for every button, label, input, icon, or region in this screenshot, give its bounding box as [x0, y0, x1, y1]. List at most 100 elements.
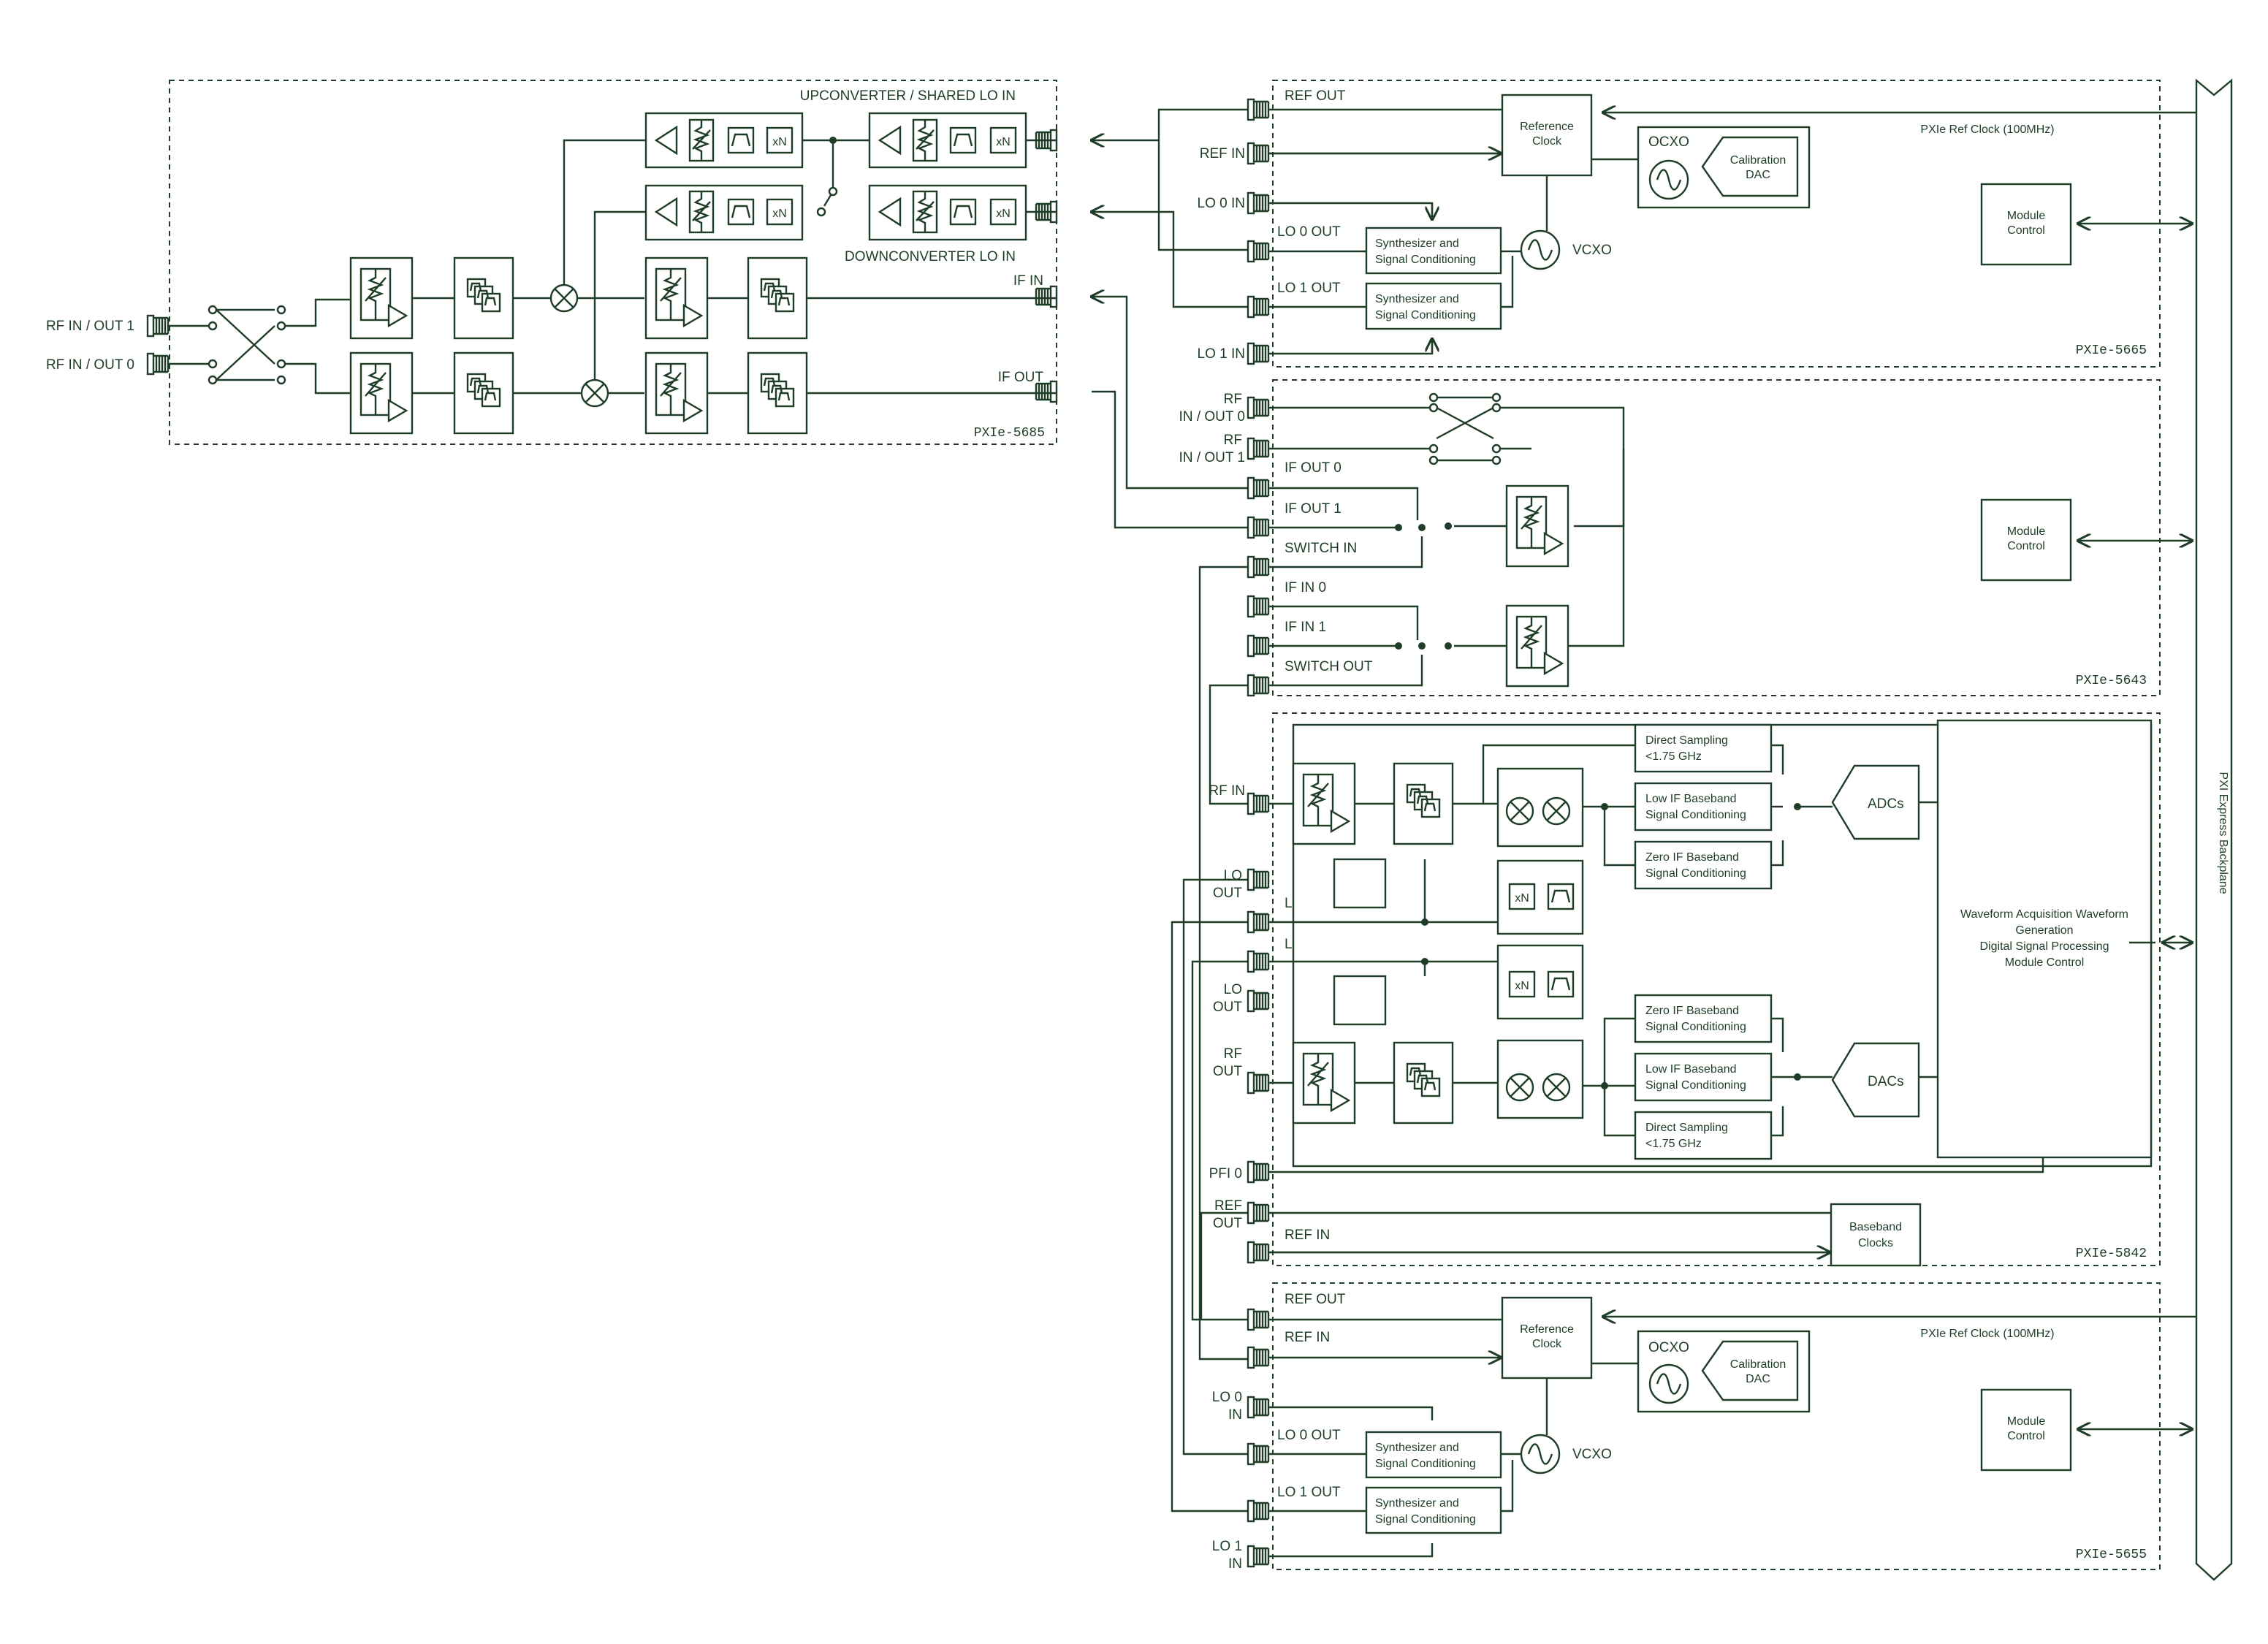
synthesizer-box-0 — [1365, 1431, 1502, 1479]
svg-text:Signal Conditioning: Signal Conditioning — [1645, 1079, 1746, 1092]
svg-text:Signal Conditioning: Signal Conditioning — [1645, 809, 1746, 821]
reference-clock-label-2: Clock — [1532, 135, 1562, 148]
synthesizer-box-1 — [1365, 1486, 1502, 1534]
oscillator-icon — [1520, 229, 1561, 270]
module-control-label-2: Control — [2007, 224, 2045, 237]
module-control-label-2: Control — [2007, 1430, 2045, 1442]
vcxo-label: VCXO — [1572, 1447, 1612, 1462]
reference-clock-label-2: Clock — [1532, 1338, 1562, 1350]
svg-text:Zero IF Baseband: Zero IF Baseband — [1645, 851, 1739, 864]
svg-text:Direct Sampling: Direct Sampling — [1645, 1122, 1728, 1134]
attenuator-icon — [912, 190, 938, 234]
filter-bank-icon — [1393, 1041, 1454, 1124]
reference-clock-label: Reference — [1520, 1323, 1574, 1336]
module-5685: PXIe-5685 UPCONVERTER / SHARED LO IN DOW… — [46, 80, 1058, 445]
filter-icon — [727, 198, 755, 226]
module-5685-boundary — [169, 80, 1057, 445]
mixer-icon — [1505, 796, 1534, 826]
model-label-5655-bottom: PXIe-5655 — [2076, 1548, 2147, 1562]
svg-text:<1.75 GHz: <1.75 GHz — [1645, 1138, 1702, 1150]
synth1-label-2: Signal Conditioning — [1375, 1513, 1476, 1526]
filter-bank-icon — [453, 256, 514, 340]
svg-text:Zero IF Baseband: Zero IF Baseband — [1645, 1005, 1739, 1017]
coax-connector-icon — [1247, 674, 1270, 697]
svg-text:Direct Sampling: Direct Sampling — [1645, 734, 1728, 747]
module-control-label: Module — [2007, 1415, 2046, 1428]
module-control-label-2: Control — [2007, 540, 2045, 552]
pxie-ref-clock-label: PXIe Ref Clock (100MHz) — [1920, 123, 2054, 136]
module-5842: PXIe-5842 RF IN LO OUT LO IN LO IN LO OU… — [1209, 712, 2192, 1267]
baseband-clocks-label-2: Clocks — [1858, 1237, 1893, 1249]
coax-connector-icon — [1247, 191, 1270, 215]
rf0-label-2: IN / OUT 0 — [1179, 409, 1245, 425]
attenuator-icon — [644, 256, 709, 340]
low-if-box-rx — [1634, 782, 1773, 831]
svg-text:Signal Conditioning: Signal Conditioning — [1645, 867, 1746, 880]
coax-connector-icon — [1247, 989, 1270, 1013]
ref-in-label: REF IN — [1285, 1228, 1330, 1243]
downconverter-label: DOWNCONVERTER LO IN — [845, 249, 1016, 265]
rf0-label: RF — [1224, 392, 1242, 407]
synthesizer-box-1 — [1365, 282, 1502, 330]
coax-connector-icon — [1247, 555, 1270, 579]
coax-connector-icon — [1247, 437, 1270, 460]
module-control-label: Module — [2007, 525, 2046, 538]
lo0-in-label-2: IN — [1228, 1407, 1242, 1423]
calibration-dac-label-2: DAC — [1746, 169, 1770, 181]
rf-in-label: RF IN — [1209, 783, 1245, 799]
direct-sampling-box-rx — [1634, 723, 1773, 773]
synth1-label: Synthesizer and — [1375, 1497, 1459, 1510]
lo-out-b-label-2: OUT — [1213, 1000, 1243, 1015]
reference-clock-label: Reference — [1520, 121, 1574, 133]
module-5655-bottom: PXIe-5655 REF OUT REF IN LO 0 IN LO 0 OU… — [1212, 1282, 2214, 1572]
ref-in-label: REF IN — [1285, 1330, 1330, 1345]
filter-icon — [727, 126, 755, 154]
module-5643: PXIe-5643 RF IN / OUT 0 RF IN / OUT 1 IF… — [1179, 379, 2192, 697]
attenuator-icon — [688, 118, 715, 162]
attenuator-icon — [644, 351, 709, 435]
attenuator-icon — [1505, 604, 1569, 688]
attenuator-icon — [912, 118, 938, 162]
model-label-5655-top: PXIe-5665 — [2076, 343, 2147, 358]
if-in1-label: IF IN 1 — [1285, 620, 1326, 635]
ocxo-label: OCXO — [1648, 134, 1689, 150]
module-5655-top: PXIe-5665 REF OUT REF IN LO 0 IN LO 0 OU… — [1198, 80, 2214, 368]
svg-text:xN: xN — [772, 208, 787, 220]
lo1-out-label: LO 1 OUT — [1277, 281, 1341, 296]
direct-sampling-box-tx — [1634, 1111, 1773, 1160]
module-control-box — [1980, 498, 2072, 582]
coax-connector-icon — [1035, 380, 1058, 403]
coax-connector-icon — [1247, 240, 1270, 263]
svg-text:xN: xN — [772, 136, 787, 148]
filter-icon — [949, 126, 977, 154]
lo1-in-label-2: IN — [1228, 1556, 1242, 1572]
switch-out-label: SWITCH OUT — [1285, 659, 1373, 674]
ref-out-label: REF OUT — [1285, 1292, 1346, 1307]
coax-connector-icon — [1247, 1308, 1270, 1331]
calibration-dac-shape — [1701, 136, 1799, 197]
synthesizer-box-0 — [1365, 227, 1502, 275]
lo0-out-label: LO 0 OUT — [1277, 1428, 1341, 1443]
dacs-shape — [1831, 1042, 1920, 1118]
filter-bank-icon — [747, 351, 808, 435]
switch-icon — [168, 298, 351, 395]
attenuator-icon — [1505, 484, 1569, 568]
zero-if-box-rx — [1634, 840, 1773, 890]
coax-connector-icon — [1247, 1396, 1270, 1419]
rf1-label-2: IN / OUT 1 — [1179, 450, 1245, 465]
dsp-label-4: Module Control — [2005, 956, 2085, 969]
coax-connector-icon — [1247, 98, 1270, 121]
pxie-ref-clock-label: PXIe Ref Clock (100MHz) — [1920, 1328, 2054, 1340]
reference-clock-box — [1501, 94, 1593, 177]
calibration-dac-label: Calibration — [1730, 1358, 1786, 1371]
ocxo-label: OCXO — [1648, 1340, 1689, 1355]
attenuator-icon — [688, 190, 715, 234]
module-5842-boundary — [1272, 712, 2161, 1266]
lo-amp-box-a — [1333, 858, 1387, 909]
dsp-box — [1936, 719, 2153, 1159]
dsp-label-2: Generation — [2015, 924, 2073, 937]
model-label-5842: PXIe-5842 — [2076, 1247, 2147, 1261]
synth0-label-2: Signal Conditioning — [1375, 1458, 1476, 1470]
coax-connector-icon — [1247, 476, 1270, 500]
